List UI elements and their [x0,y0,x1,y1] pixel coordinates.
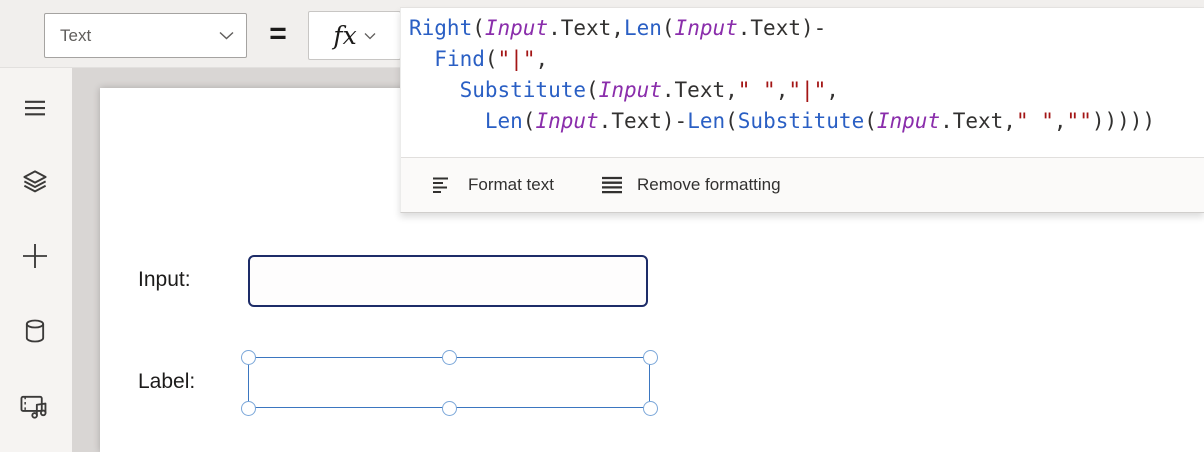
formula-footer: Format text Remove formatting [401,157,1204,212]
selection-handle-top-right[interactable] [642,349,658,365]
selection-handle-top-center[interactable] [441,349,457,365]
equals-sign: = [269,17,287,50]
left-rail [0,68,72,452]
design-canvas[interactable]: Input: Label: [100,88,1204,452]
property-toolbar: Text = fx [0,0,401,68]
window-top-strip [0,0,1204,8]
remove-formatting-button[interactable]: Remove formatting [599,175,781,195]
media-icon[interactable] [15,386,55,426]
selection-handle-bottom-center[interactable] [441,400,457,416]
format-text-icon [430,175,456,195]
chevron-down-icon [364,32,376,40]
text-input-field[interactable] [250,257,646,305]
hamburger-menu-icon[interactable] [15,88,55,128]
remove-formatting-icon [599,175,625,195]
fx-button[interactable]: fx [308,11,401,60]
input-caption: Input: [138,268,191,291]
add-icon[interactable] [15,236,55,276]
text-input-control[interactable] [248,255,648,307]
fx-label: fx [333,21,357,50]
chevron-down-icon [219,31,234,40]
formula-bar-panel: Right(Input.Text,Len(Input.Text)- Find("… [400,8,1204,213]
selection-handle-bottom-left[interactable] [240,400,256,416]
remove-formatting-label: Remove formatting [636,175,781,194]
label-caption: Label: [138,370,196,393]
format-text-button[interactable]: Format text [430,175,554,195]
selection-handle-bottom-right[interactable] [642,400,658,416]
formula-code[interactable]: Right(Input.Text,Len(Input.Text)- Find("… [409,16,1156,133]
property-dropdown-value: Text [60,25,92,45]
selection-handle-top-left[interactable] [240,349,256,365]
property-dropdown[interactable]: Text [44,13,247,58]
format-text-label: Format text [468,175,554,194]
data-icon[interactable] [15,311,55,351]
layers-icon[interactable] [15,162,55,202]
